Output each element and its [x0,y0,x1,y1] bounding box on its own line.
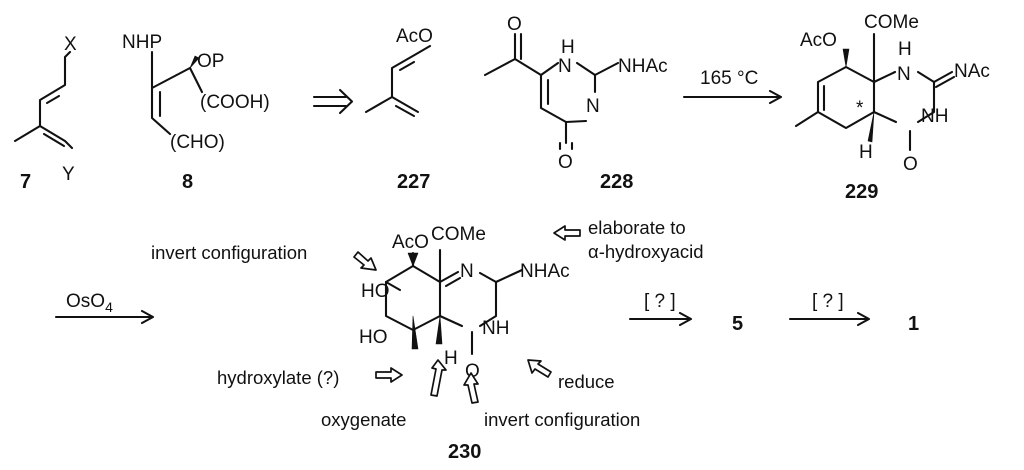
substituent-y: Y [62,164,75,185]
hydrogen-bottom-229: H [859,142,873,163]
substituent-nhac-228: NHAc [618,56,668,77]
nitrogen-229: N [897,64,911,85]
arrow-invert-bottom [463,372,479,404]
ketone-oxygen-228: O [507,14,522,35]
compound-label-1: 1 [908,313,919,335]
substituent-aco-227: AcO [396,26,433,47]
hydroxyl-upper-230: HO [361,281,390,302]
compound-229: AcO COMe H N NAc NH H O * 229 [794,12,990,203]
substituent-x: X [64,34,77,55]
substituent-nh-229: NH [921,106,948,127]
compound-label-8: 8 [182,171,193,193]
compound-230: AcO COMe N NHAc NH HO HO H O 230 [359,224,570,463]
compound-label-7: 7 [20,171,31,193]
annotation-elaborate-line1: elaborate to [588,217,686,238]
substituent-aco-230: AcO [392,232,429,253]
hydrogen-top-229: H [898,39,912,60]
annotation-oxygenate: oxygenate [321,409,406,430]
compound-227: AcO 227 [364,26,433,193]
reaction-unknown-2: [ ? ] [812,291,844,312]
unknown-arrow-2: [ ? ] [788,291,871,327]
reaction-condition-heat: 165 °C [700,68,758,89]
unknown-arrow-1: [ ? ] [628,291,693,327]
compound-label-230: 230 [448,441,481,463]
arrow-elaborate [553,225,581,241]
annotation-reduce: reduce [558,371,615,392]
stereocenter-star: * [856,98,864,119]
annotations: elaborate to α-hydroxyacid invert config… [151,217,704,430]
arrow-oxygenate [430,359,447,397]
compound-7: X Y 7 [13,34,77,193]
substituent-come-229: COMe [864,12,919,33]
oso4-arrow: OsO4 [54,291,155,325]
carbonyl-oxygen-229: O [903,154,918,175]
nitrogen-top-228: N [558,56,572,77]
compound-label-229: 229 [845,181,878,203]
arrow-hydroxylate [375,367,403,383]
hydrogen-228: H [561,37,575,58]
compound-label-227: 227 [397,171,430,193]
substituent-nhp: NHP [122,32,162,53]
compound-label-228: 228 [600,171,633,193]
substituent-cho: (CHO) [170,132,225,153]
annotation-invert-bottom: invert configuration [484,409,640,430]
annotation-invert-top: invert configuration [151,242,307,263]
hydroxyl-lower-230: HO [359,327,388,348]
carbonyl-oxygen-228: O [558,152,573,173]
arrow-invert-top [353,251,377,271]
annotation-elaborate-line2: α-hydroxyacid [588,241,704,262]
reaction-unknown-1: [ ? ] [644,291,676,312]
nitrogen-bottom-228: N [586,96,600,117]
substituent-aco-229: AcO [800,30,837,51]
annotation-hydroxylate: hydroxylate (?) [217,367,339,388]
substituent-nac-229: NAc [954,61,990,82]
substituent-nh-230: NH [482,318,509,339]
compound-228: O H N NHAc N O 228 [483,14,668,193]
substituent-op: OP [197,51,224,72]
compound-label-5: 5 [732,313,743,335]
compound-8: NHP OP (COOH) (CHO) 8 [122,32,270,193]
retrosynthesis-arrow [312,88,354,115]
substituent-cooh: (COOH) [200,92,270,113]
nitrogen-230: N [460,261,474,282]
hydrogen-230: H [444,348,458,369]
reagent-oso4: OsO4 [66,291,113,315]
substituent-come-230: COMe [431,224,486,245]
heat-arrow: 165 °C [682,68,783,105]
substituent-nhac-230: NHAc [520,261,570,282]
annotation-arrows [353,225,581,404]
arrow-reduce [527,359,552,378]
